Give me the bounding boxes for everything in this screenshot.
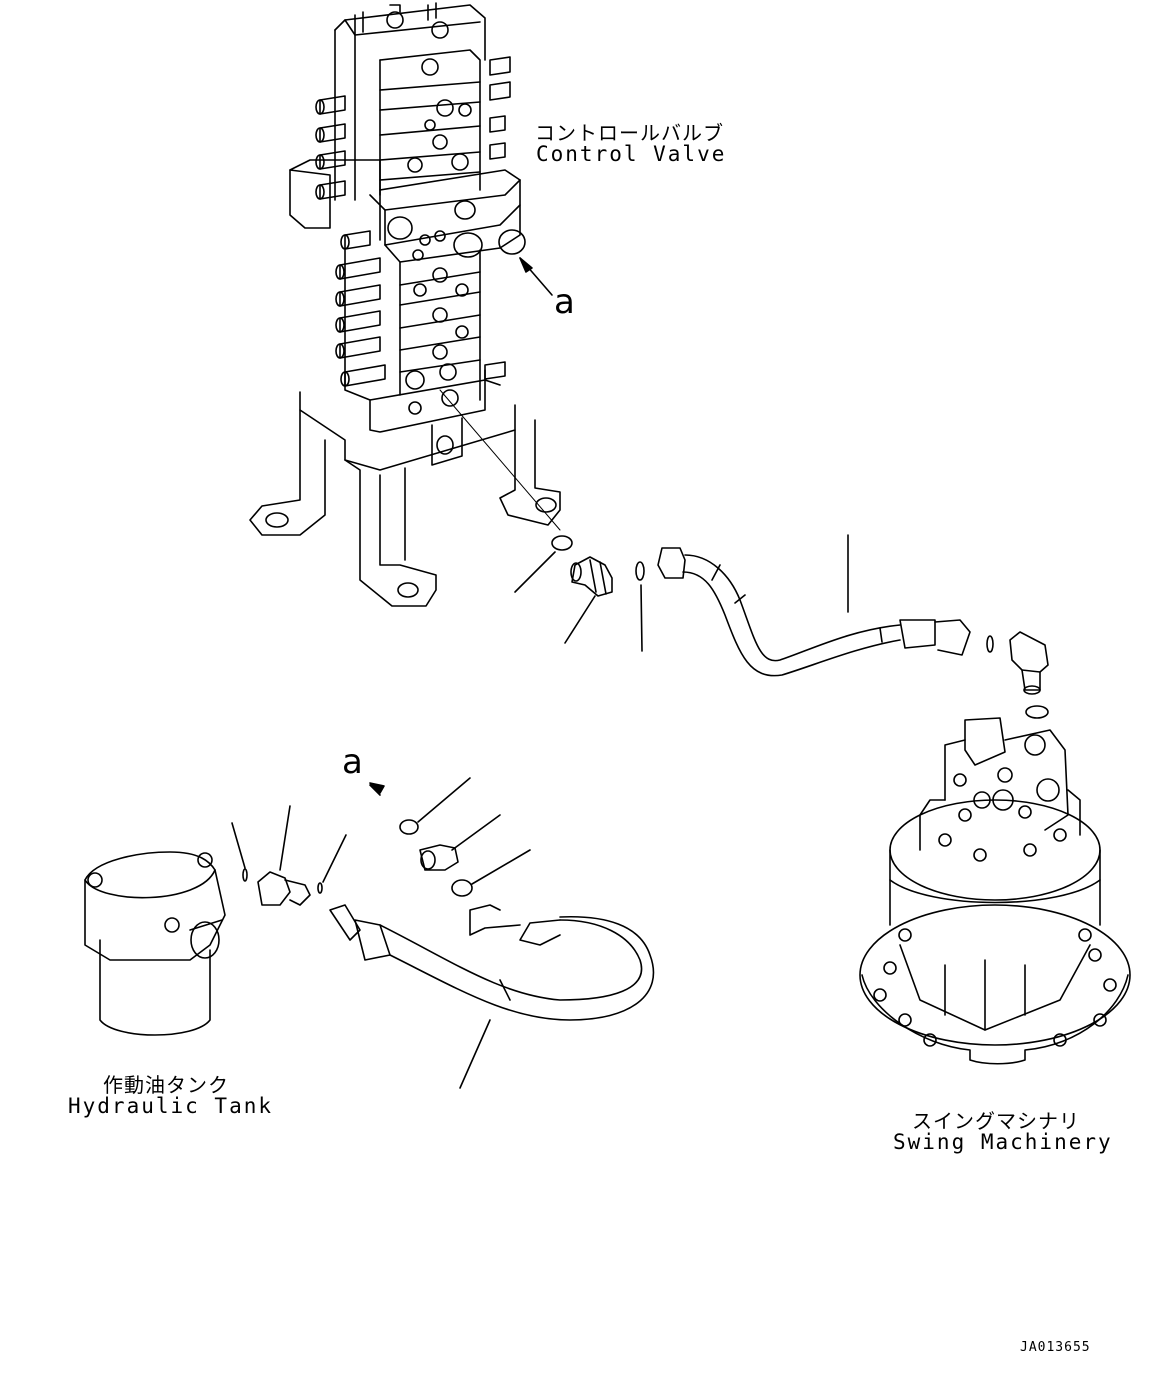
o-ring-upper-3 <box>987 636 993 652</box>
hydraulic-tank <box>85 852 225 1035</box>
hose-lower <box>330 905 653 1020</box>
o-ring-lower-1 <box>243 869 247 881</box>
o-ring-lower-4 <box>452 880 472 896</box>
hydraulic-tank-label-jp: 作動油タンク <box>103 1073 229 1097</box>
leader-fitting-lower <box>452 815 500 850</box>
o-ring-upper-1 <box>552 536 572 550</box>
port-a-arrowhead-lower <box>370 783 384 793</box>
swing-machinery-label-jp: スイングマシナリ <box>912 1109 1080 1133</box>
port-a-leader-lower <box>370 785 380 795</box>
hose-upper <box>658 548 970 676</box>
port-a-label-upper: a <box>554 282 575 322</box>
elbow-fitting-upper-2 <box>1010 632 1048 694</box>
control-valve <box>250 3 560 606</box>
leader-o-ring-lower-3 <box>418 778 470 822</box>
drawing-code: JA013655 <box>1020 1340 1091 1355</box>
leader-o-ring-upper-2 <box>641 585 642 651</box>
hydraulic-tank-label-en: Hydraulic Tank <box>68 1094 274 1118</box>
valve-spool-plugs <box>316 57 510 386</box>
swing-machinery-label-en: Swing Machinery <box>893 1130 1113 1154</box>
o-ring-upper-2 <box>636 562 644 580</box>
leader-elbow-upper-1 <box>565 596 595 643</box>
port-a-arrowhead-upper <box>520 258 532 272</box>
port-a-label-lower: a <box>342 742 363 782</box>
lower-hose-assembly <box>232 778 653 1088</box>
leader-hose-lower <box>460 1020 490 1088</box>
elbow-fitting-lower-1 <box>258 872 310 905</box>
upper-hose-assembly <box>515 535 1048 718</box>
leader-o-ring-lower-2 <box>323 835 346 882</box>
leader-o-ring-lower-4 <box>472 850 530 884</box>
valve-mounting-bracket <box>250 392 560 606</box>
leader-elbow-lower-1 <box>280 806 290 870</box>
valve-stack <box>290 3 525 432</box>
valve-outlet-centerline <box>440 390 560 530</box>
elbow-fitting-upper-1 <box>571 557 612 596</box>
straight-fitting-lower <box>420 845 458 870</box>
o-ring-upper-4 <box>1026 706 1048 718</box>
o-ring-lower-2 <box>318 883 322 893</box>
leader-o-ring-upper-1 <box>515 552 555 592</box>
control-valve-label-en: Control Valve <box>536 142 727 166</box>
control-valve-label-jp: コントロールバルブ <box>535 121 724 145</box>
leader-o-ring-lower-1 <box>232 823 245 868</box>
o-ring-lower-3 <box>400 820 418 834</box>
swing-machinery <box>860 718 1130 1064</box>
